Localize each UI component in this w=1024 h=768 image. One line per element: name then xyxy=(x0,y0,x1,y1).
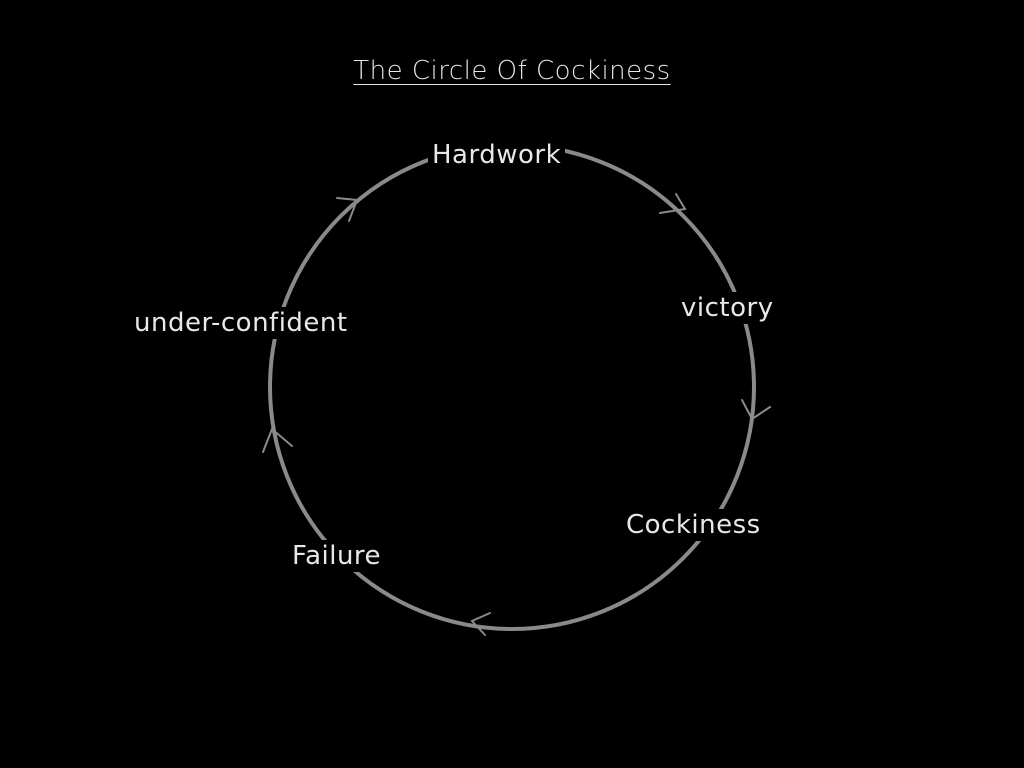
cycle-arrows xyxy=(262,193,771,636)
node-victory: victory xyxy=(677,292,778,324)
arrow-cockiness-to-failure xyxy=(470,612,491,636)
node-hardwork: Hardwork xyxy=(428,139,566,171)
node-under-confident: under-confident xyxy=(130,307,352,339)
arrow-victory-to-cockiness xyxy=(741,399,771,421)
page-title: The Circle Of Cockiness xyxy=(0,56,1024,86)
arrow-hardwork-to-victory xyxy=(659,193,687,214)
arrow-under-confident-to-hardwork xyxy=(336,197,359,222)
node-failure: Failure xyxy=(288,540,386,572)
title-text: The Circle Of Cockiness xyxy=(353,56,671,86)
node-cockiness: Cockiness xyxy=(622,509,765,541)
arrow-failure-to-under-confident xyxy=(262,427,293,453)
